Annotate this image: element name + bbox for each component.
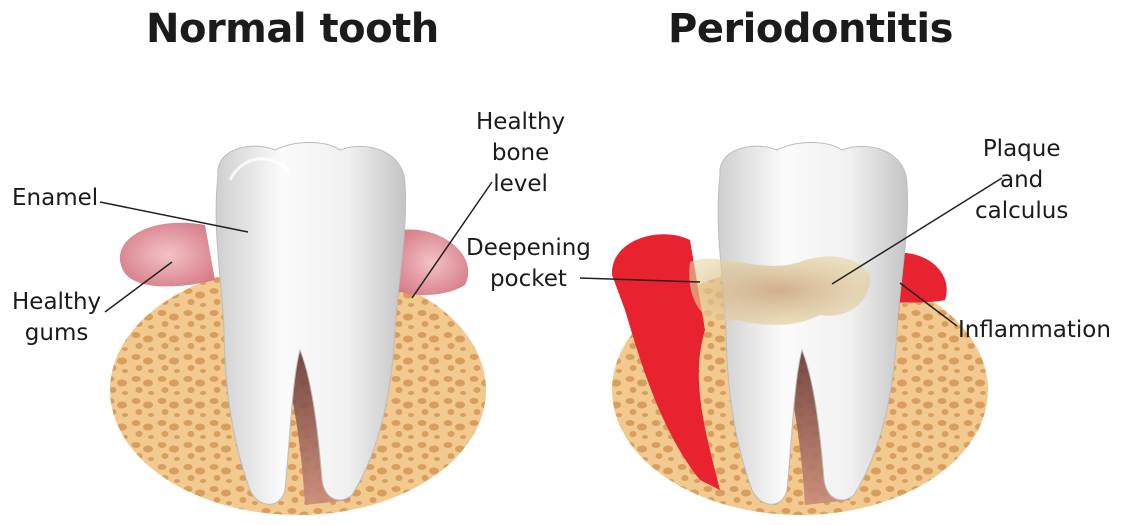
inflammation-label: Inflammation <box>958 315 1111 346</box>
normal-tooth-group <box>110 143 486 516</box>
deepening-pocket-label: Deepening pocket <box>466 233 591 295</box>
normal-gum-right <box>395 229 468 295</box>
healthy-gums-label: Healthy gums <box>12 287 101 349</box>
periodontitis-tooth-group <box>612 143 988 516</box>
healthy-bone-level-label: Healthy bone level <box>476 107 565 200</box>
normal-gum-left <box>120 223 215 287</box>
enamel-label: Enamel <box>12 183 98 214</box>
plaque-calculus-label: Plaque and calculus <box>975 134 1068 227</box>
